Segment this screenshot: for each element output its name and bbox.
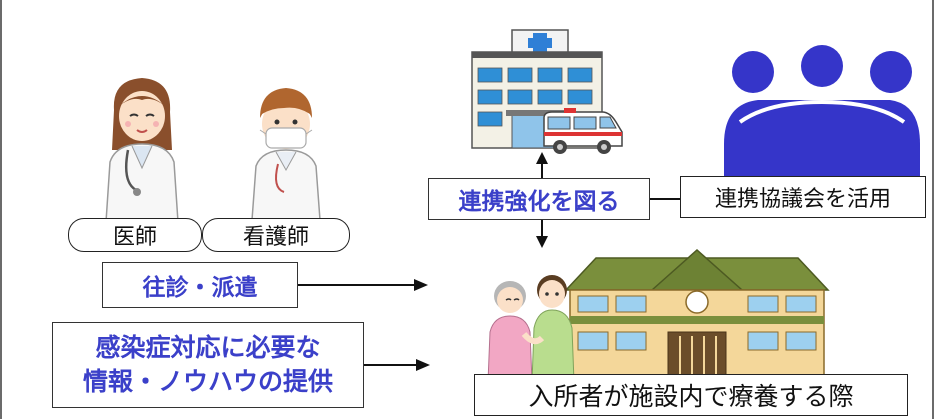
people-group-icon bbox=[724, 45, 920, 176]
coordination-box: 連携強化を図る bbox=[428, 178, 650, 220]
info-provision-box: 感染症対応に必要な 情報・ノウハウの提供 bbox=[52, 322, 364, 408]
role-nurse-pill: 看護師 bbox=[202, 218, 350, 252]
info-arrow bbox=[364, 359, 430, 371]
visit-arrow bbox=[298, 279, 428, 291]
facility-caption-box: 入所者が施設内で療養する際 bbox=[474, 374, 908, 416]
visit-dispatch-box: 往診・派遣 bbox=[102, 262, 298, 308]
council-label: 連携協議会を活用 bbox=[714, 187, 891, 212]
role-nurse-label: 看護師 bbox=[242, 225, 309, 250]
ambulance-icon bbox=[543, 108, 623, 154]
visit-dispatch-label: 往診・派遣 bbox=[142, 275, 258, 301]
role-doctor-label: 医師 bbox=[112, 225, 157, 250]
facility-caption-label: 入所者が施設内で療養する際 bbox=[528, 382, 854, 411]
frame-left-border bbox=[0, 0, 2, 419]
council-box: 連携協議会を活用 bbox=[680, 176, 926, 218]
info-provision-line2: 情報・ノウハウの提供 bbox=[82, 367, 333, 396]
residents-illustration bbox=[487, 275, 575, 383]
role-doctor-pill: 医師 bbox=[68, 218, 202, 252]
info-provision-line1: 感染症対応に必要な bbox=[95, 333, 321, 362]
coordination-connector bbox=[650, 198, 680, 200]
frame-right-border bbox=[932, 0, 934, 419]
care-facility-illustration bbox=[564, 248, 830, 377]
coordination-label: 連携強化を図る bbox=[458, 189, 620, 215]
doctor-illustration bbox=[105, 78, 179, 223]
nurse-illustration bbox=[251, 88, 321, 221]
